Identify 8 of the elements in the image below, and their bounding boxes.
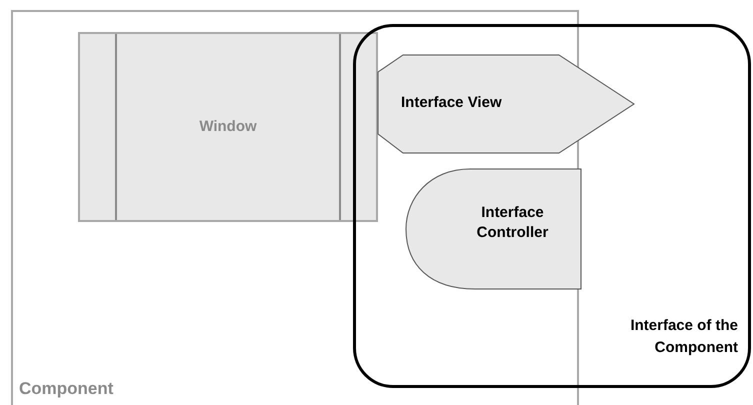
frame-title: Component [19, 378, 114, 400]
window-box [78, 32, 378, 222]
window-label: Window [198, 116, 258, 137]
interface-region [353, 24, 751, 388]
shape-label: Interface View [401, 93, 502, 113]
shape-label: Interface Controller [476, 203, 550, 243]
region-title: Interface of the Component [629, 316, 738, 358]
component-frame [11, 10, 579, 405]
